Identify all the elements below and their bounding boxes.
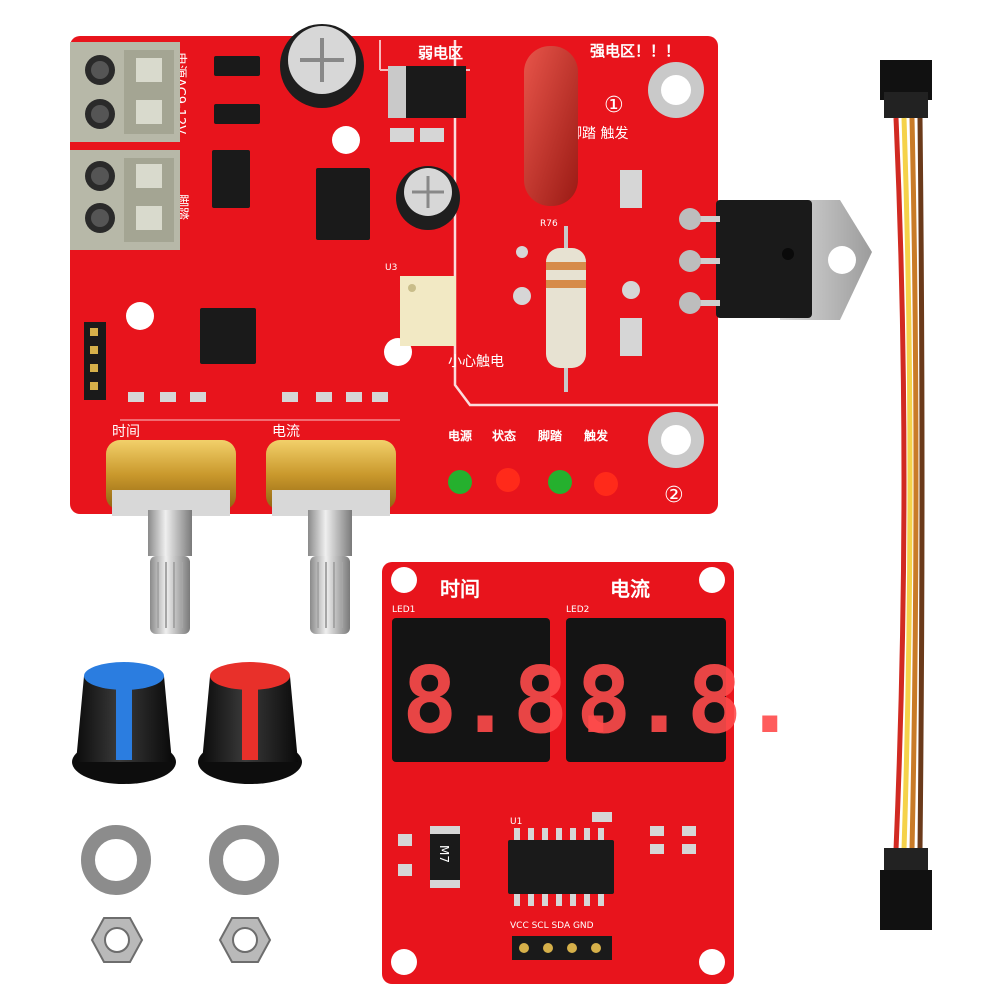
driver-chip [508, 840, 614, 894]
mount-hole [126, 302, 154, 330]
resistor-r76-label: R76 [540, 219, 558, 229]
led-state [496, 468, 520, 492]
display-digits-current: 8.8. [576, 647, 798, 754]
led1-label: LED1 [392, 605, 415, 615]
mount-hole [332, 126, 360, 154]
time-label: 时间 [112, 424, 140, 440]
capacitor-small [396, 166, 460, 230]
washer [81, 825, 151, 895]
status-leds [448, 468, 618, 496]
marker-one: ① [604, 93, 624, 118]
led-pedal [548, 470, 572, 494]
current-label: 电流 [272, 424, 300, 440]
main-pcb: 弱电区 强电区！！！ 电源AC9-12V 脚踏 ① 脚踏 触发 小心触电 时间 … [70, 24, 718, 514]
led-trigger [594, 472, 618, 496]
led2-label: LED2 [566, 605, 589, 615]
capacitor-large [280, 24, 364, 108]
power-resistor [546, 226, 586, 392]
potentiometer-time [106, 440, 236, 634]
pedal-trigger-label: 脚踏 触发 [568, 126, 628, 142]
triac-heatsink [679, 200, 872, 320]
status-label-pedal: 脚踏 [538, 428, 563, 443]
hex-nut [218, 917, 272, 963]
potentiometer-current [266, 440, 396, 634]
hex-nut [90, 917, 144, 963]
display-pin-labels: VCC SCL SDA GND [510, 921, 594, 931]
diode-m7 [430, 826, 460, 888]
display-digits-time: 8.8. [402, 647, 624, 754]
safety-capacitor [524, 46, 578, 206]
display-header [512, 936, 612, 960]
solder-pads [513, 170, 642, 356]
strong-zone-label: 强电区！！！ [590, 42, 680, 60]
screw-terminal-pedal [70, 150, 180, 250]
status-label-state: 状态 [492, 428, 516, 443]
diode-label: M7 [437, 845, 451, 863]
chip-u3-label: U3 [385, 263, 397, 273]
display-current-label: 电流 [610, 577, 650, 601]
weak-zone-label: 弱电区 [418, 44, 463, 62]
regulator-chip [396, 66, 466, 118]
status-label-trigger: 触发 [584, 428, 609, 443]
caution-label: 小心触电 [448, 354, 504, 370]
status-label-power: 电源 [448, 428, 472, 443]
washer [209, 825, 279, 895]
smd-components [128, 56, 444, 402]
dupont-cable [880, 60, 932, 930]
i2c-header [84, 322, 106, 400]
knob-red [198, 662, 302, 784]
display-pcb: 时间 电流 LED1 LED2 8.8. 8.8. U1 M7 [382, 562, 798, 984]
knob-blue [72, 662, 176, 784]
screw-terminal-power [70, 42, 180, 142]
marker-two: ② [664, 483, 684, 508]
led-power [448, 470, 472, 494]
seven-seg-display-current [566, 618, 726, 762]
seven-seg-display-time [392, 618, 550, 762]
chip-u1-label: U1 [510, 817, 522, 827]
display-time-label: 时间 [440, 577, 480, 601]
